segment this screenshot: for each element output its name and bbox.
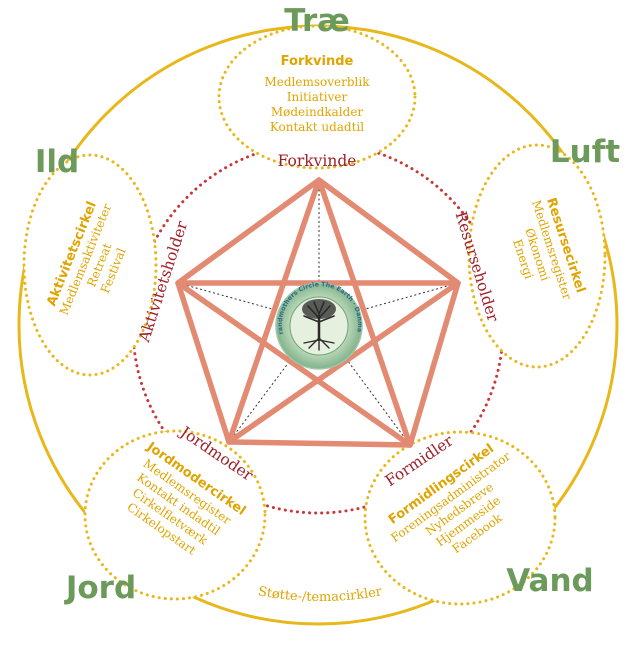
circle-top-title: Forkvinde (281, 54, 354, 69)
element-lower-left: Jord (64, 570, 136, 606)
circle-top-item: Initiativer (287, 90, 348, 104)
circle-top: Forkvinde Medlemsoverblik Initiativer Mø… (264, 54, 370, 134)
circle-outline-top (217, 24, 417, 170)
circle-top-item: Kontakt udadtil (270, 120, 364, 134)
element-top: Træ (284, 3, 350, 39)
tree-icon (302, 299, 336, 351)
circle-outline-left (22, 153, 158, 377)
circle-outline-lower-right (363, 430, 557, 606)
element-lower-right: Vand (506, 563, 593, 599)
circle-outline-right (467, 143, 607, 369)
element-upper-left: Ild (35, 144, 79, 180)
circle-top-item: Mødeindkalder (271, 105, 364, 119)
support-circles-label: Støtte-/temacirkler (257, 584, 384, 605)
role-top: Forkvinde (278, 152, 357, 170)
element-upper-right: Luft (550, 134, 620, 170)
circle-outline-lower-left (83, 429, 267, 601)
circle-top-item: Medlemsoverblik (264, 75, 370, 89)
